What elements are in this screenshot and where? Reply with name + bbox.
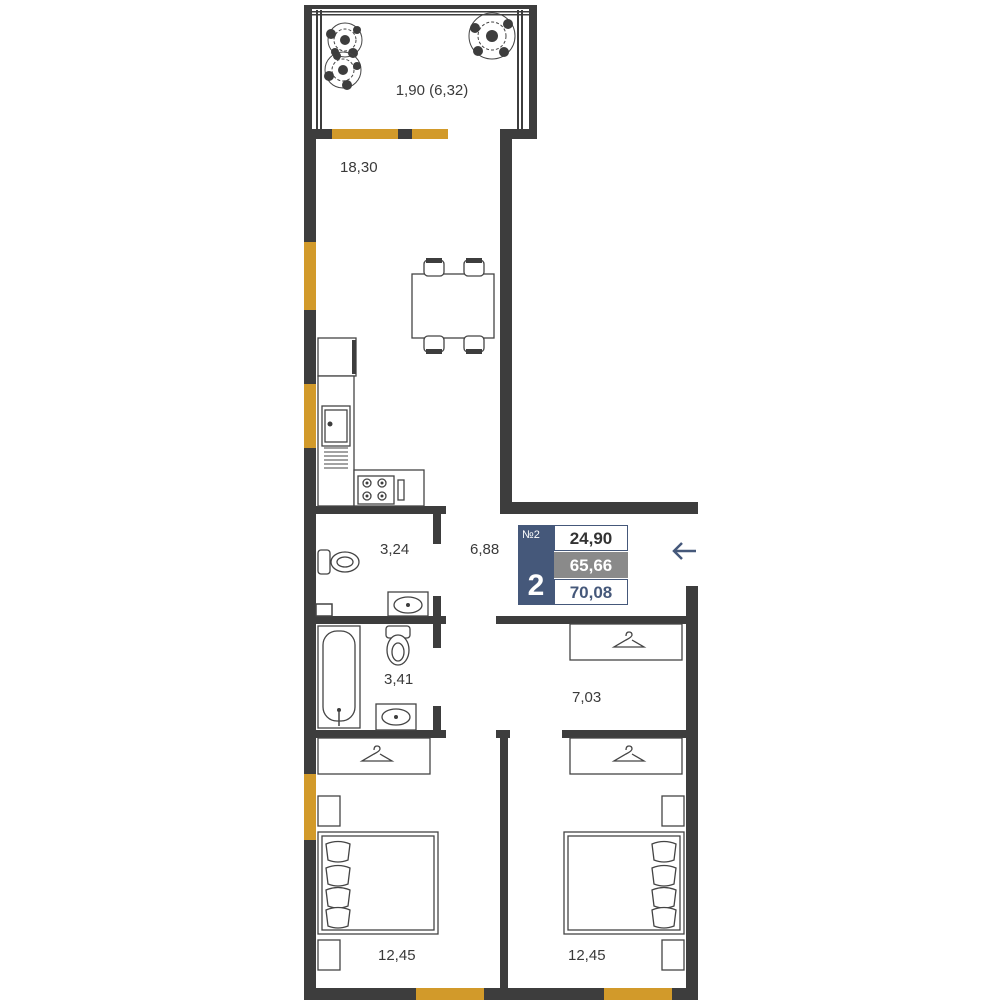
wardrobe xyxy=(569,623,683,661)
total-area-with-balcony-value: 70,08 xyxy=(554,579,628,605)
bed-icon xyxy=(317,831,439,935)
apartment-number-label: №2 xyxy=(522,529,540,541)
nightstand-icon xyxy=(661,795,685,827)
total-area-value: 65,66 xyxy=(554,552,628,578)
nightstand-icon xyxy=(317,795,341,827)
bed-icon xyxy=(563,831,685,935)
toilet-area: 3,24 xyxy=(380,541,409,558)
bathroom-area: 3,41 xyxy=(384,671,413,688)
hanger-icon xyxy=(611,745,647,762)
kitchen-living-area: 18,30 xyxy=(340,159,378,176)
fridge-icon xyxy=(317,337,357,377)
stove-icon xyxy=(357,475,405,505)
rooms-count: 2 xyxy=(527,569,545,602)
bathtub-icon xyxy=(317,625,361,729)
plant-icon xyxy=(326,22,363,58)
corridor-area: 7,03 xyxy=(572,689,601,706)
bedroom-left-area: 12,45 xyxy=(378,947,416,964)
washbasin-icon xyxy=(375,703,417,731)
plant-icon xyxy=(468,12,516,60)
outer-walls xyxy=(304,129,698,1000)
nightstand-icon xyxy=(317,939,341,971)
toilet-icon xyxy=(385,625,411,666)
wardrobe xyxy=(569,737,683,775)
living-area-value: 24,90 xyxy=(554,525,628,551)
nightstand-icon xyxy=(661,939,685,971)
hall-area: 6,88 xyxy=(470,541,499,558)
interior-walls xyxy=(315,506,688,990)
wardrobe xyxy=(317,737,431,775)
balcony-area: 1,90 (6,32) xyxy=(396,82,469,99)
badge-left-panel: №2 2 xyxy=(518,525,554,605)
hanger-icon xyxy=(611,631,647,648)
hanger-icon xyxy=(359,745,395,762)
dining-table-icon xyxy=(411,258,495,354)
entrance-arrow-icon xyxy=(672,542,696,560)
washbasin-icon xyxy=(387,591,429,617)
balcony xyxy=(304,5,537,134)
plant-icon xyxy=(324,51,362,90)
sink-icon xyxy=(321,405,351,469)
bedroom-right-area: 12,45 xyxy=(568,947,606,964)
apartment-badge: №2 2 24,90 65,66 70,08 xyxy=(518,525,628,605)
toilet-icon xyxy=(317,549,360,575)
